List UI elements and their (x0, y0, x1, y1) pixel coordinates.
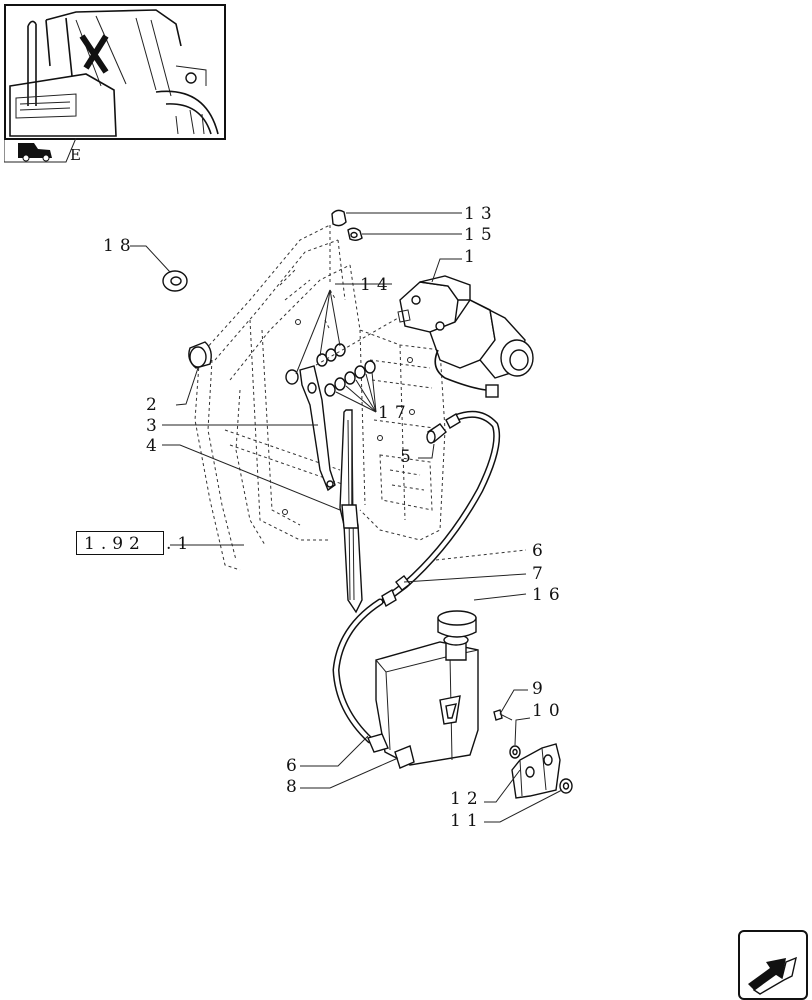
reference-number: 1.92 (84, 534, 146, 554)
wiper-motor-part-1 (289, 275, 534, 398)
arrow-next-page-icon (748, 956, 797, 995)
wiper-blade-part-4 (339, 409, 363, 614)
grommet-part-2 (188, 341, 212, 369)
callout-labels: 13 15 1 18 14 2 17 3 4 5 1.92 .1 6 7 16 … (84, 204, 566, 831)
callout-12: 12 (450, 789, 484, 809)
callout-17: 17 (378, 403, 412, 423)
wiper-arm-part-3 (285, 365, 336, 492)
callout-3: 3 (146, 416, 163, 436)
callout-9: 9 (532, 679, 549, 699)
callout-14: 14 (360, 275, 394, 295)
washers-part-17 (324, 360, 376, 397)
nut-part-11 (559, 778, 573, 794)
callout-10: 10 (532, 701, 566, 721)
callout-8: 8 (286, 777, 303, 797)
thumbnail-code: E (70, 146, 81, 164)
cap-nut-part-13 (331, 209, 347, 227)
callout-2: 2 (146, 395, 163, 415)
callout-16: 16 (532, 585, 566, 605)
callout-4: 4 (146, 436, 163, 456)
callout-11: 11 (450, 811, 484, 831)
reference-suffix: .1 (166, 534, 194, 554)
washer-nozzle-part-5 (426, 423, 447, 444)
reference-box (76, 531, 164, 555)
ring-seal-part-18 (162, 270, 188, 292)
next-page-button[interactable] (738, 930, 808, 1000)
callout-7: 7 (532, 564, 549, 584)
nut-part-15 (347, 227, 363, 241)
leader-lines (130, 212, 563, 823)
tractor-tab-icon (18, 143, 52, 162)
washer-part-10 (509, 745, 521, 759)
washer-hose-part-6 (332, 410, 501, 744)
callout-1: 1 (464, 247, 481, 267)
callout-13: 13 (464, 204, 498, 224)
bracket-part-12 (511, 743, 561, 799)
callout-6-upper: 6 (532, 541, 549, 561)
hose-connector-part-7 (381, 575, 411, 608)
callout-18: 18 (103, 236, 137, 256)
callout-15: 15 (464, 225, 498, 245)
washer-reservoir-part-16 (367, 610, 479, 769)
callout-5: 5 (400, 447, 417, 467)
bolt-part-9 (493, 709, 513, 721)
callout-6-lower: 6 (286, 756, 303, 776)
tractor-cab-thumbnail-icon (4, 4, 226, 140)
